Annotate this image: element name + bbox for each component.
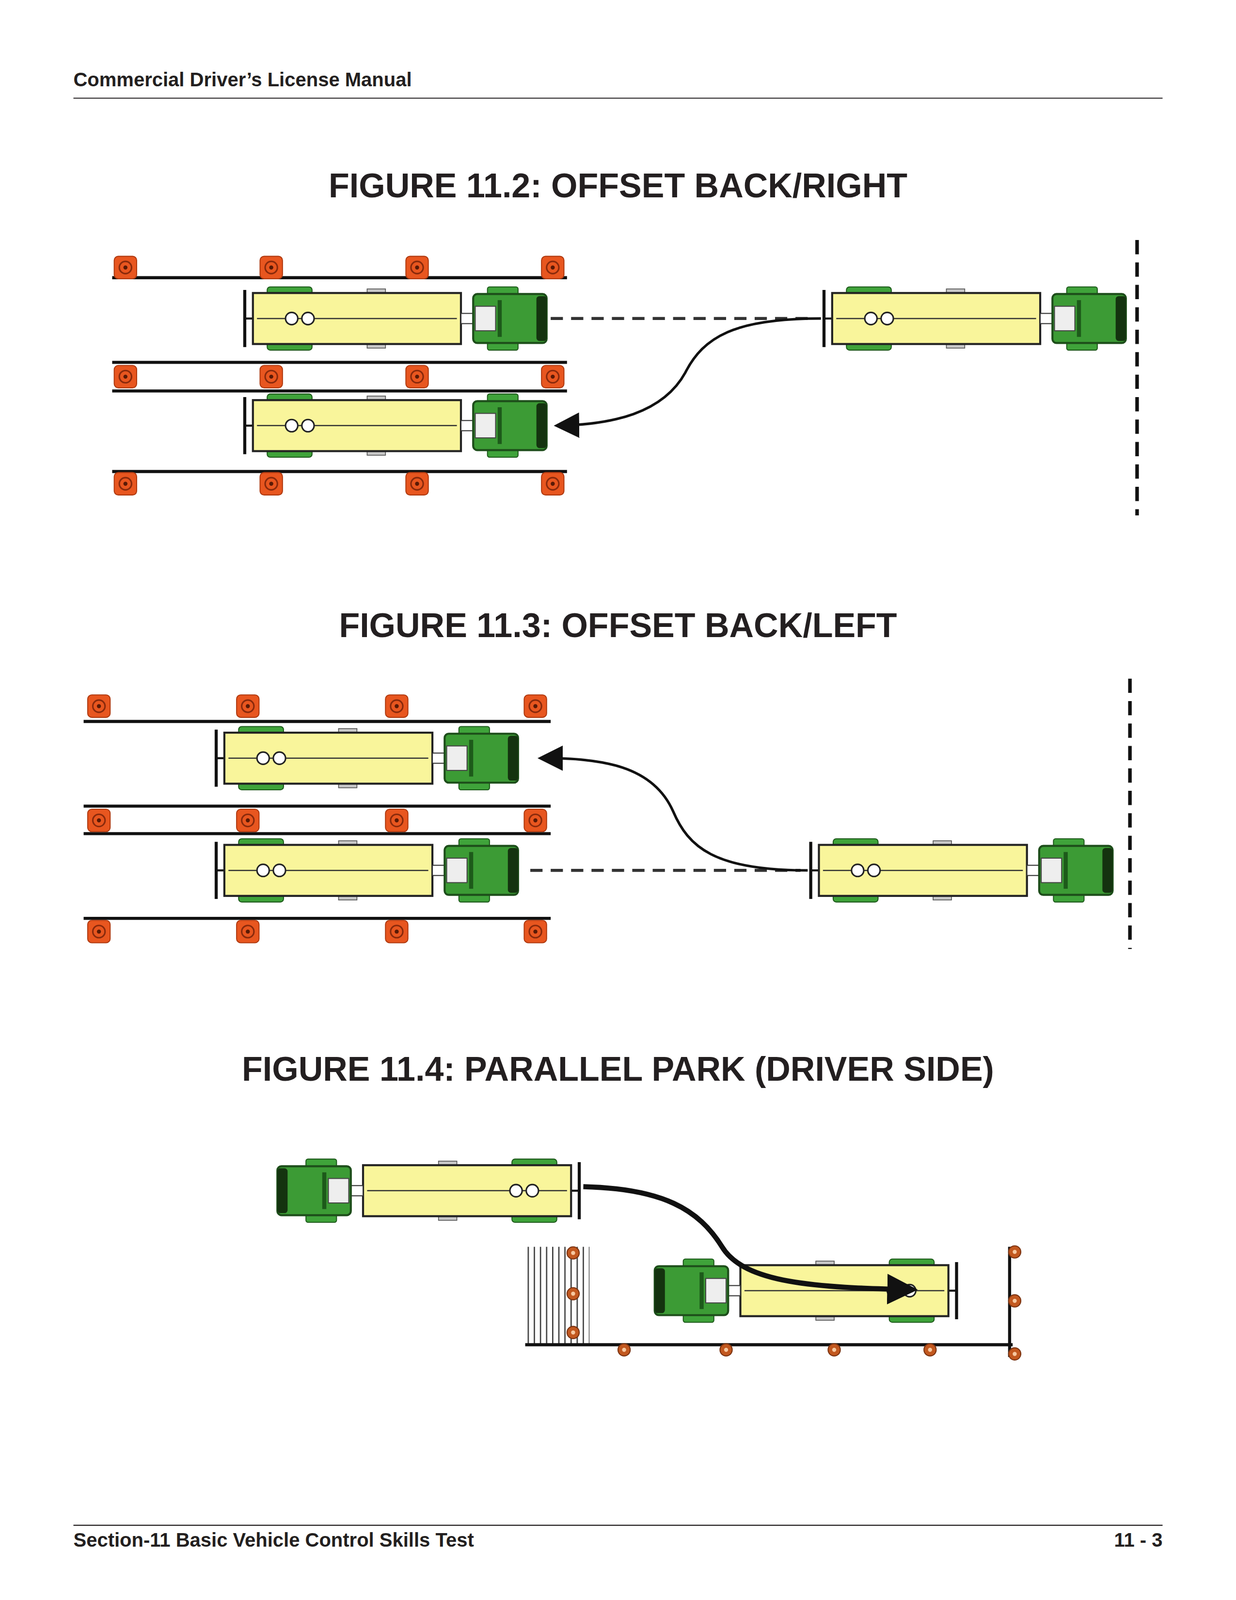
figure-title: FIGURE 11.2: OFFSET BACK/RIGHT [328,166,908,206]
page-header: Commercial Driver’s License Manual [73,68,412,91]
page-footer: Section-11 Basic Vehicle Control Skills … [73,1528,474,1551]
page-number: 11 - 3 [1113,1528,1163,1551]
figure-title: FIGURE 11.4: PARALLEL PARK (DRIVER SIDE) [241,1049,995,1089]
figure-title: FIGURE 11.3: OFFSET BACK/LEFT [338,605,897,645]
parallel-park-figure [277,1158,1021,1360]
offset-right-figure [111,239,1137,516]
offset-left-figure [83,678,1131,950]
